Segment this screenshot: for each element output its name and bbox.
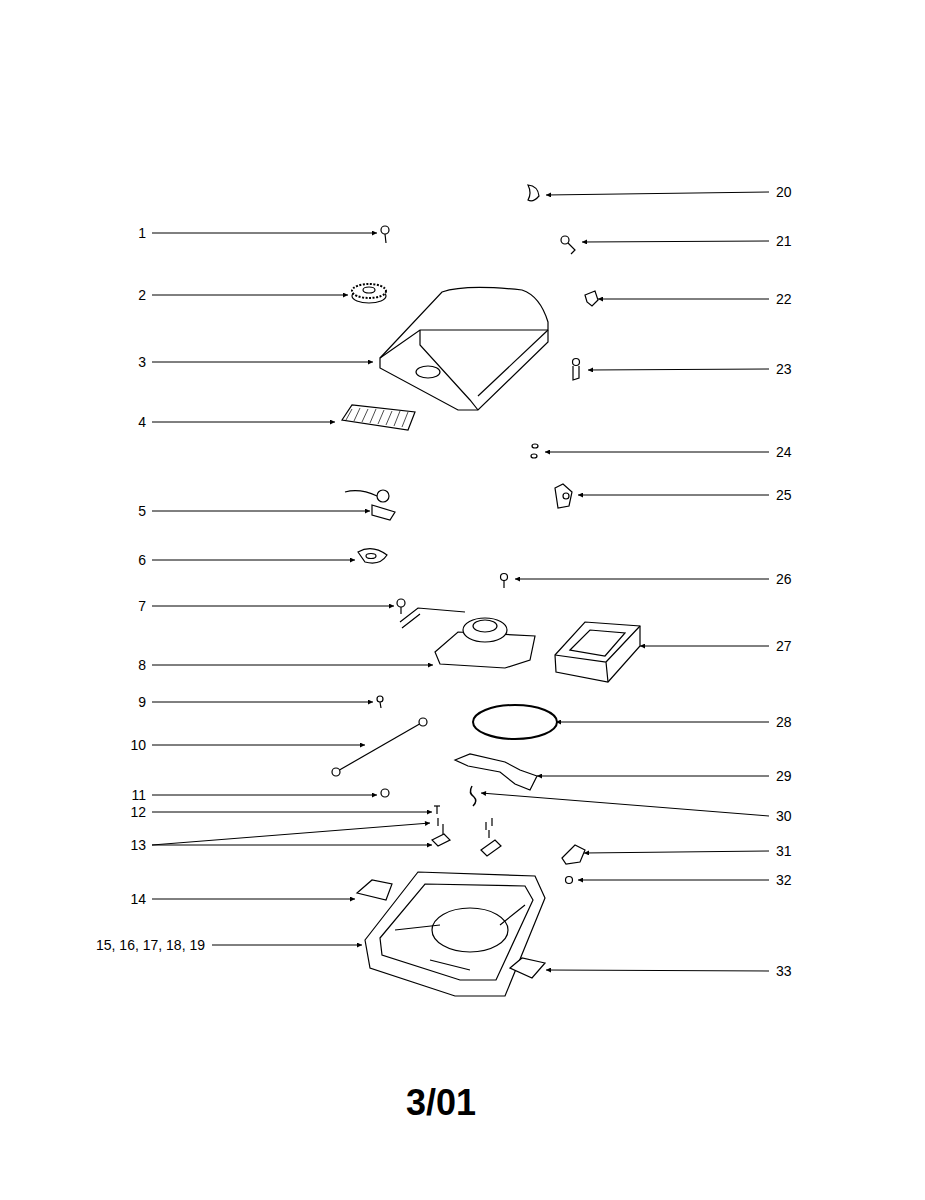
callout-number: 7 [137,598,147,614]
callout-number: 32 [775,872,793,888]
callout-number: 28 [775,714,793,730]
date-code: 3/01 [405,1083,477,1123]
callout-number: 1 [137,225,147,241]
callout-number: 23 [775,361,793,377]
callout-number: 26 [775,571,793,587]
callout-number: 4 [137,414,147,430]
callout-number: 24 [775,444,793,460]
callout-number: 14 [129,891,147,907]
callout-number: 8 [137,657,147,673]
callout-number: 10 [129,737,147,753]
callout-number: 15, 16, 17, 18, 19 [95,937,206,953]
callout-number: 31 [775,843,793,859]
callout-number: 33 [775,963,793,979]
callout-number: 13 [129,837,147,853]
callout-number: 25 [775,487,793,503]
callout-number: 20 [775,184,793,200]
leader-lines [152,192,769,971]
callout-number: 5 [137,503,147,519]
callout-number: 30 [775,808,793,824]
callout-number: 12 [129,804,147,820]
callout-number: 9 [137,694,147,710]
callout-number: 11 [130,787,147,803]
callout-number: 27 [775,638,793,654]
callout-number: 21 [775,233,793,249]
exploded-parts [332,185,640,996]
callout-number: 29 [775,768,793,784]
callout-number: 3 [137,354,147,370]
callout-number: 22 [775,291,793,307]
callout-number: 6 [137,552,147,568]
callout-number: 2 [137,287,147,303]
